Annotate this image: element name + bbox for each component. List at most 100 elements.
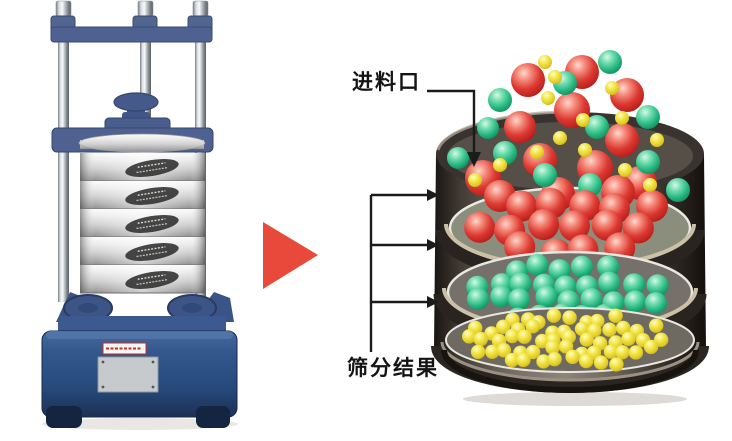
yellow-ball (562, 310, 577, 325)
drum-shadow (463, 392, 687, 406)
red-ball (528, 209, 560, 241)
green-ball (636, 105, 660, 129)
sieve-stack-illustration (431, 50, 709, 406)
green-ball (490, 285, 513, 308)
green-ball (535, 285, 558, 308)
sieve-ring (80, 153, 205, 182)
screening-result-label: 筛分结果 (347, 356, 439, 380)
bottom-pan-highlight (440, 341, 700, 382)
yellow-ball (525, 319, 541, 334)
yellow-ball (603, 344, 619, 359)
green-ball (644, 292, 667, 315)
annotations: 进料口 筛分结果 (347, 70, 481, 380)
top-crossbar-assembly (50, 15, 213, 43)
green-ball (447, 147, 469, 169)
yellow-ball (628, 345, 644, 360)
yellow-ball (496, 343, 512, 358)
yellow-ball (461, 329, 477, 344)
green-ball (488, 88, 512, 112)
yellow-ball (643, 339, 659, 355)
yellow-ball (578, 143, 592, 157)
yellow-ball (609, 357, 624, 372)
yellow-ball (643, 178, 657, 192)
nameplate (97, 356, 159, 393)
green-ball (580, 287, 603, 310)
green-ball (533, 163, 557, 187)
yellow-ball (485, 344, 500, 359)
sieve-ring (80, 181, 205, 210)
red-ball (504, 111, 536, 143)
yellow-ball (621, 331, 636, 346)
red-ball (464, 211, 496, 243)
bottom-pan-foot (441, 349, 699, 393)
yellow-ball (516, 352, 531, 368)
green-ball (477, 117, 499, 139)
green-ball (570, 255, 593, 278)
red-ball (558, 210, 590, 242)
result-arrowhead-icon (427, 296, 439, 308)
yellow-ball (605, 81, 619, 95)
yellow-ball (473, 331, 488, 347)
green-ball (646, 274, 669, 297)
yellow-ball (653, 332, 669, 348)
machine-shadow (42, 418, 238, 430)
green-ball (624, 290, 647, 313)
yellow-ball (517, 329, 532, 344)
green-ball (597, 255, 620, 278)
yellow-ball (615, 320, 631, 336)
yellow-ball (648, 318, 664, 333)
yellow-ball (525, 344, 541, 360)
green-ball (467, 287, 490, 310)
machine-base (41, 330, 238, 428)
yellow-ball (504, 352, 520, 368)
sieve-shaker-photo (41, 0, 238, 430)
green-ball (636, 150, 660, 174)
yellow-ball (470, 344, 486, 360)
green-ball (623, 273, 646, 296)
yellow-ball (615, 111, 629, 125)
yellow-ball (558, 339, 574, 354)
red-ball (511, 63, 545, 97)
yellow-ball (545, 340, 560, 355)
red-ball (591, 209, 623, 241)
feed-arrowhead-icon (467, 152, 481, 167)
machine-foot (46, 406, 82, 428)
yellow-ball (546, 308, 562, 323)
yellow-ball (650, 133, 664, 147)
yellow-ball (576, 113, 590, 127)
sieve-stack (78, 133, 206, 294)
yellow-ball (468, 173, 482, 187)
sieve-ring (80, 209, 205, 238)
machine-foot (196, 406, 230, 428)
result-arrowhead-icon (427, 189, 439, 201)
green-ball (598, 271, 621, 294)
yellow-ball (618, 163, 632, 177)
yellow-ball (493, 158, 507, 172)
red-ball (506, 190, 538, 222)
result-arrowhead-icon (427, 239, 439, 251)
yellow-ball (615, 345, 630, 360)
yellow-ball (608, 308, 623, 323)
vibration-platform (56, 292, 234, 343)
yellow-ball (505, 328, 520, 344)
right-arrow-icon (263, 222, 318, 289)
sieve-ring (80, 237, 205, 266)
sieve-ring (80, 265, 205, 294)
green-ball (666, 178, 690, 202)
sieve-lid (78, 133, 206, 153)
red-ball (605, 123, 639, 157)
yellow-ball (538, 55, 552, 69)
yellow-ball (548, 70, 562, 84)
yellow-ball (541, 91, 555, 105)
yellow-ball (535, 333, 550, 349)
red-ball (622, 212, 654, 244)
red-warning-label (102, 342, 147, 355)
yellow-ball (593, 355, 609, 370)
feed-arrow (427, 89, 476, 154)
yellow-ball (553, 131, 567, 145)
yellow-ball (547, 351, 562, 367)
yellow-ball (496, 319, 511, 334)
green-ball (508, 288, 531, 311)
